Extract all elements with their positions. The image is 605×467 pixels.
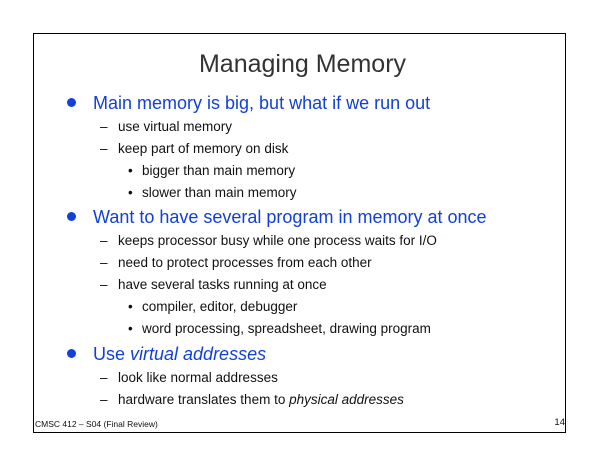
small-dot-icon: • xyxy=(128,299,133,314)
sub-bullet-protect-processes: – need to protect processes from each ot… xyxy=(100,254,372,272)
dash-icon: – xyxy=(100,277,108,292)
small-dot-icon: • xyxy=(128,163,133,178)
bullet-virtual-addresses: Use virtual addresses xyxy=(67,343,267,365)
sub-bullet-keep-part-on-disk: – keep part of memory on disk xyxy=(100,140,289,158)
sub-bullet-hardware-translates: – hardware translates them to physical a… xyxy=(100,391,404,409)
sub-bullet-text: look like normal addresses xyxy=(118,370,278,385)
sub-bullet-text: keeps processor busy while one process w… xyxy=(118,233,437,248)
sub-sub-bullet-word-processing: • word processing, spreadsheet, drawing … xyxy=(128,320,431,338)
dash-icon: – xyxy=(100,255,108,270)
dash-icon: – xyxy=(100,119,108,134)
sub-sub-bullet-bigger: • bigger than main memory xyxy=(128,162,296,180)
bullet-dot-icon xyxy=(67,349,76,358)
sub-sub-bullet-text: word processing, spreadsheet, drawing pr… xyxy=(142,321,431,336)
dash-icon: – xyxy=(100,370,108,385)
sub-sub-bullet-text: slower than main memory xyxy=(142,185,297,200)
sub-bullet-processor-busy: – keeps processor busy while one process… xyxy=(100,232,437,250)
sub-bullet-text-prefix: hardware translates them to xyxy=(118,392,290,407)
sub-bullet-normal-addresses: – look like normal addresses xyxy=(100,369,278,387)
small-dot-icon: • xyxy=(128,185,133,200)
bullet-text-emphasis: virtual addresses xyxy=(130,344,267,364)
sub-bullet-text: need to protect processes from each othe… xyxy=(118,255,372,270)
sub-sub-bullet-slower: • slower than main memory xyxy=(128,184,297,202)
sub-bullet-text: use virtual memory xyxy=(118,119,233,134)
sub-sub-bullet-compiler: • compiler, editor, debugger xyxy=(128,298,298,316)
sub-sub-bullet-text: compiler, editor, debugger xyxy=(142,299,298,314)
bullet-dot-icon xyxy=(67,98,76,107)
footer-course-label: CMSC 412 – S04 (Final Review) xyxy=(35,419,158,429)
sub-bullet-virtual-memory: – use virtual memory xyxy=(100,118,233,136)
sub-bullet-several-tasks: – have several tasks running at once xyxy=(100,276,327,294)
dash-icon: – xyxy=(100,392,108,407)
bullet-dot-icon xyxy=(67,212,76,221)
bullet-text: Main memory is big, but what if we run o… xyxy=(93,93,431,113)
sub-bullet-text: have several tasks running at once xyxy=(118,277,327,292)
sub-bullet-text-emphasis: physical addresses xyxy=(289,392,404,407)
small-dot-icon: • xyxy=(128,321,133,336)
bullet-text-prefix: Use xyxy=(93,344,131,364)
bullet-several-programs: Want to have several program in memory a… xyxy=(67,206,487,228)
sub-bullet-text: keep part of memory on disk xyxy=(118,141,289,156)
sub-sub-bullet-text: bigger than main memory xyxy=(142,163,296,178)
slide-frame xyxy=(33,33,566,433)
bullet-text: Want to have several program in memory a… xyxy=(93,207,487,227)
dash-icon: – xyxy=(100,141,108,156)
dash-icon: – xyxy=(100,233,108,248)
bullet-main-memory: Main memory is big, but what if we run o… xyxy=(67,92,431,114)
page-number: 14 xyxy=(554,417,565,428)
slide-title: Managing Memory xyxy=(198,50,407,78)
